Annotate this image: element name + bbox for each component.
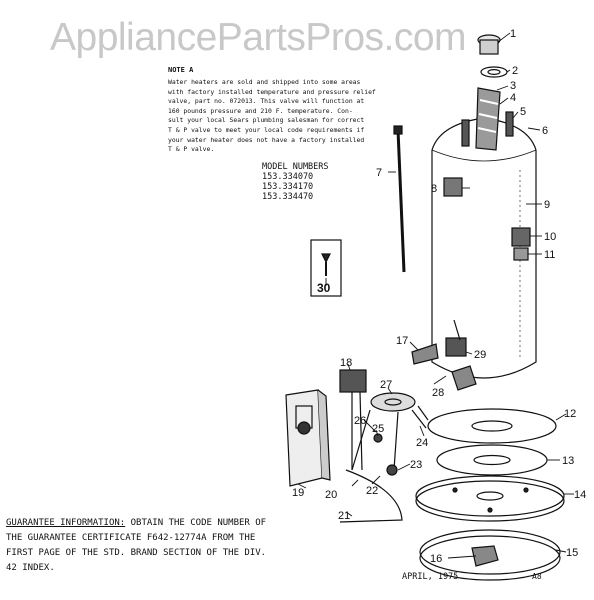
callout-8: 8 xyxy=(431,183,437,195)
guarantee-info: GUARANTEE INFORMATION: OBTAIN THE CODE N… xyxy=(6,516,266,576)
callout-9: 9 xyxy=(544,199,550,211)
callout-6: 6 xyxy=(542,125,548,137)
watermark-logo: AppliancePartsPros.com xyxy=(50,16,467,59)
callout-26: 26 xyxy=(354,415,366,427)
callout-12: 12 xyxy=(564,408,576,420)
leader-lines xyxy=(297,32,574,559)
guarantee-line-2: THE GUARANTEE CERTIFICATE F642-12774A FR… xyxy=(6,533,256,543)
note-body: Water heaters are sold and shipped into … xyxy=(168,78,430,155)
note-line: with factory installed temperature and p… xyxy=(168,87,376,96)
base-pan xyxy=(415,475,565,522)
valve-fitting xyxy=(411,343,439,365)
callout-27: 27 xyxy=(380,379,392,391)
guarantee-label: GUARANTEE INFORMATION: xyxy=(6,518,126,528)
footer-code: A8 xyxy=(532,572,542,581)
label-plate xyxy=(443,177,463,197)
guarantee-line-3: FIRST PAGE OF THE STD. BRAND SECTION OF … xyxy=(6,548,267,558)
note-line: T & P valve. xyxy=(168,145,215,154)
thermostat-cover xyxy=(511,227,531,261)
callout-22: 22 xyxy=(366,485,378,497)
callout-29: 29 xyxy=(474,349,486,361)
anode-rod xyxy=(393,125,406,273)
insulation-ring xyxy=(436,444,548,476)
screw-box xyxy=(310,239,342,297)
model-heading: MODEL NUMBERS xyxy=(262,162,329,172)
note-line: 160 pounds pressure and 210 F. temperatu… xyxy=(168,106,353,115)
footer-date: APRIL, 1975 xyxy=(402,572,459,582)
callout-13: 13 xyxy=(562,455,574,467)
callout-16: 16 xyxy=(430,553,442,565)
callout-18: 18 xyxy=(340,357,352,369)
note-line: your water heater does not have a factor… xyxy=(168,135,365,144)
callout-3: 3 xyxy=(510,80,516,92)
bottom-cover xyxy=(419,529,561,581)
burner-assembly xyxy=(339,392,429,523)
callout-15: 15 xyxy=(566,547,578,559)
model-number: 153.334170 xyxy=(262,182,314,192)
baffle-ring xyxy=(427,408,557,444)
note-line: T & P valve to meet your local code requ… xyxy=(168,125,365,134)
callout-5: 5 xyxy=(520,106,526,118)
access-panel xyxy=(445,319,477,391)
callout-4: 4 xyxy=(510,92,516,104)
model-numbers: MODEL NUMBERS 153.334070 153.334170 153.… xyxy=(262,162,329,202)
callout-14: 14 xyxy=(574,489,586,501)
callout-1: 1 xyxy=(510,28,516,40)
note-title: NOTE A xyxy=(168,66,194,74)
note-line: valve, part no. 072013. This valve will … xyxy=(168,97,365,106)
note-line: sult your local Sears plumbing salesman … xyxy=(168,116,365,125)
callout-20: 20 xyxy=(325,489,337,501)
model-number: 153.334070 xyxy=(262,172,314,182)
callout-17: 17 xyxy=(396,335,408,347)
note-line: Water heaters are sold and shipped into … xyxy=(168,78,361,86)
callout-19: 19 xyxy=(292,487,304,499)
guarantee-line-1: GUARANTEE INFORMATION: OBTAIN THE CODE N… xyxy=(6,516,266,531)
callout-30: 30 xyxy=(317,281,331,295)
callout-numbers: 1 2 3 4 5 6 7 8 9 10 11 12 13 14 15 16 1… xyxy=(292,28,586,565)
model-number: 153.334470 xyxy=(262,192,314,202)
callout-25: 25 xyxy=(372,423,384,435)
callout-11: 11 xyxy=(544,249,555,261)
callout-21: 21 xyxy=(338,510,350,522)
callout-2: 2 xyxy=(512,65,518,77)
gas-valve xyxy=(339,369,367,471)
callout-23: 23 xyxy=(410,459,422,471)
guarantee-line-4: 42 INDEX. xyxy=(6,563,55,573)
callout-28: 28 xyxy=(432,387,444,399)
callout-10: 10 xyxy=(544,231,556,243)
callout-24: 24 xyxy=(416,437,428,449)
top-fittings xyxy=(461,34,514,151)
control-box xyxy=(285,389,331,487)
guarantee-line1-text: OBTAIN THE CODE NUMBER OF xyxy=(125,518,267,528)
callout-7: 7 xyxy=(376,167,382,179)
